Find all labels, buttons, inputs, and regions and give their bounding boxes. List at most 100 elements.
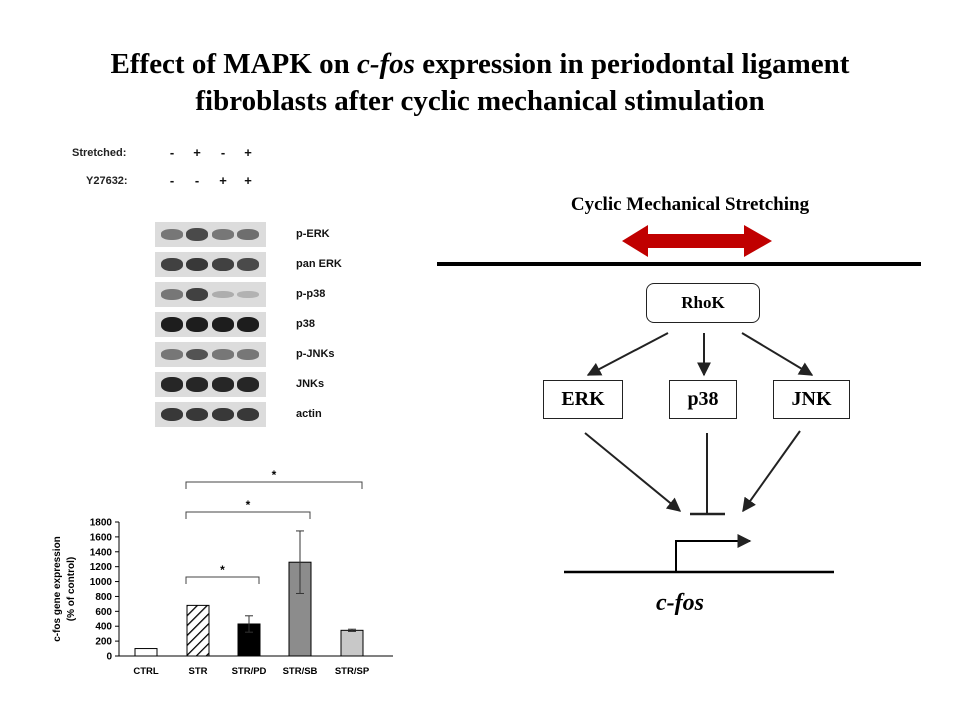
blot-band [237,229,259,240]
y-tick-label: 800 [95,592,112,603]
blot-band [212,229,234,240]
jnk-box: JNK [773,380,850,419]
y-tick-label: 1800 [90,518,113,529]
x-tick-label: STR/PD [232,666,267,677]
stimulus-label: Cyclic Mechanical Stretching [570,194,810,215]
significance-bracket [185,481,363,489]
y-tick-label: 600 [95,607,112,618]
blot-band [161,377,183,392]
blot-label: p-p38 [296,288,326,300]
title-gene-name: c-fos [356,48,415,80]
title-line-1-start: Effect of MAPK on [110,48,357,80]
blot-band [186,288,208,301]
condition-sign: - [169,145,175,160]
blot-band [212,377,234,392]
blot-label: pan ERK [296,258,342,270]
blot-band [212,349,234,360]
rhok-label: RhoK [681,293,725,312]
rhok-box: RhoK [646,283,760,323]
title-line-1: Effect of MAPK on c-fos expression in pe… [0,46,960,83]
blot-label: p38 [296,318,315,330]
blot-band [161,258,183,271]
blot-label: p-ERK [296,228,330,240]
title-line-1-end: expression in periodontal ligament [414,48,850,80]
blot-band [212,290,234,299]
blot-band [186,377,208,392]
y-tick-label: 1200 [90,562,113,573]
jnk-label: JNK [791,388,832,410]
significance-star: * [272,468,277,482]
gene-label: c-fos [656,590,704,616]
arrow-erk-promoter [584,432,682,512]
blot-band [237,258,259,271]
bar [186,604,210,657]
blot-label: p-JNKs [296,348,335,360]
x-tick-label: STR/SP [335,666,370,677]
blot-band [237,317,259,332]
condition-sign: + [244,173,252,188]
y-axis-label: c-fos gene expression [52,536,63,642]
blot-band [237,290,259,299]
significance-star: * [220,563,225,577]
blot-band [161,407,183,422]
blot-band [186,348,208,361]
y-tick-label: 0 [106,652,112,663]
y-tick-label: 400 [95,622,112,633]
significance-star: * [246,498,251,512]
significance-bracket [185,576,260,584]
bar [134,648,158,657]
blot-band [237,377,259,392]
x-tick-label: CTRL [133,666,159,677]
y-tick-label: 1400 [90,547,113,558]
transcription-start-arrow [675,534,752,572]
blot-band [212,317,234,332]
x-tick-label: STR/SB [283,666,318,677]
blot-band [186,317,208,332]
blot-strip [155,372,266,397]
blot-band [186,228,208,241]
y-tick-label: 200 [95,637,112,648]
arrow-rhok-erk [586,332,669,376]
y-tick-label: 1600 [90,532,113,543]
stretch-double-arrow [622,225,772,257]
condition-label: Stretched: [72,147,127,159]
p38-label: p38 [687,388,719,410]
y-axis-sublabel: (% of control) [66,557,77,621]
y-tick-label: 1000 [90,577,113,588]
blot-strip [155,342,266,367]
condition-sign: + [219,173,227,188]
title-line-2: fibroblasts after cyclic mechanical stim… [195,85,765,117]
blot-band [212,258,234,271]
condition-sign: - [220,145,226,160]
page-title: Effect of MAPK on c-fos expression in pe… [0,46,960,120]
blot-strip [155,282,266,307]
blot-band [161,349,183,360]
condition-label: Y27632: [86,175,128,187]
blot-band [161,289,183,300]
erk-label: ERK [561,388,605,410]
condition-sign: - [194,173,200,188]
blot-band [161,229,183,240]
blot-band [212,407,234,422]
condition-sign: + [193,145,201,160]
blot-band [186,407,208,422]
blot-strip [155,312,266,337]
arrow-rhok-jnk [741,332,814,376]
condition-sign: - [169,173,175,188]
blot-band [186,257,208,272]
blot-strip [155,252,266,277]
arrow-jnk-promoter [742,430,801,513]
blot-band [237,407,259,422]
blot-band [237,349,259,360]
significance-bracket [185,511,311,519]
blot-label: actin [296,408,322,420]
p38-box: p38 [669,380,737,419]
blot-strip [155,222,266,247]
blot-strip [155,402,266,427]
condition-sign: + [244,145,252,160]
x-tick-label: STR [189,666,208,677]
blot-label: JNKs [296,378,325,390]
